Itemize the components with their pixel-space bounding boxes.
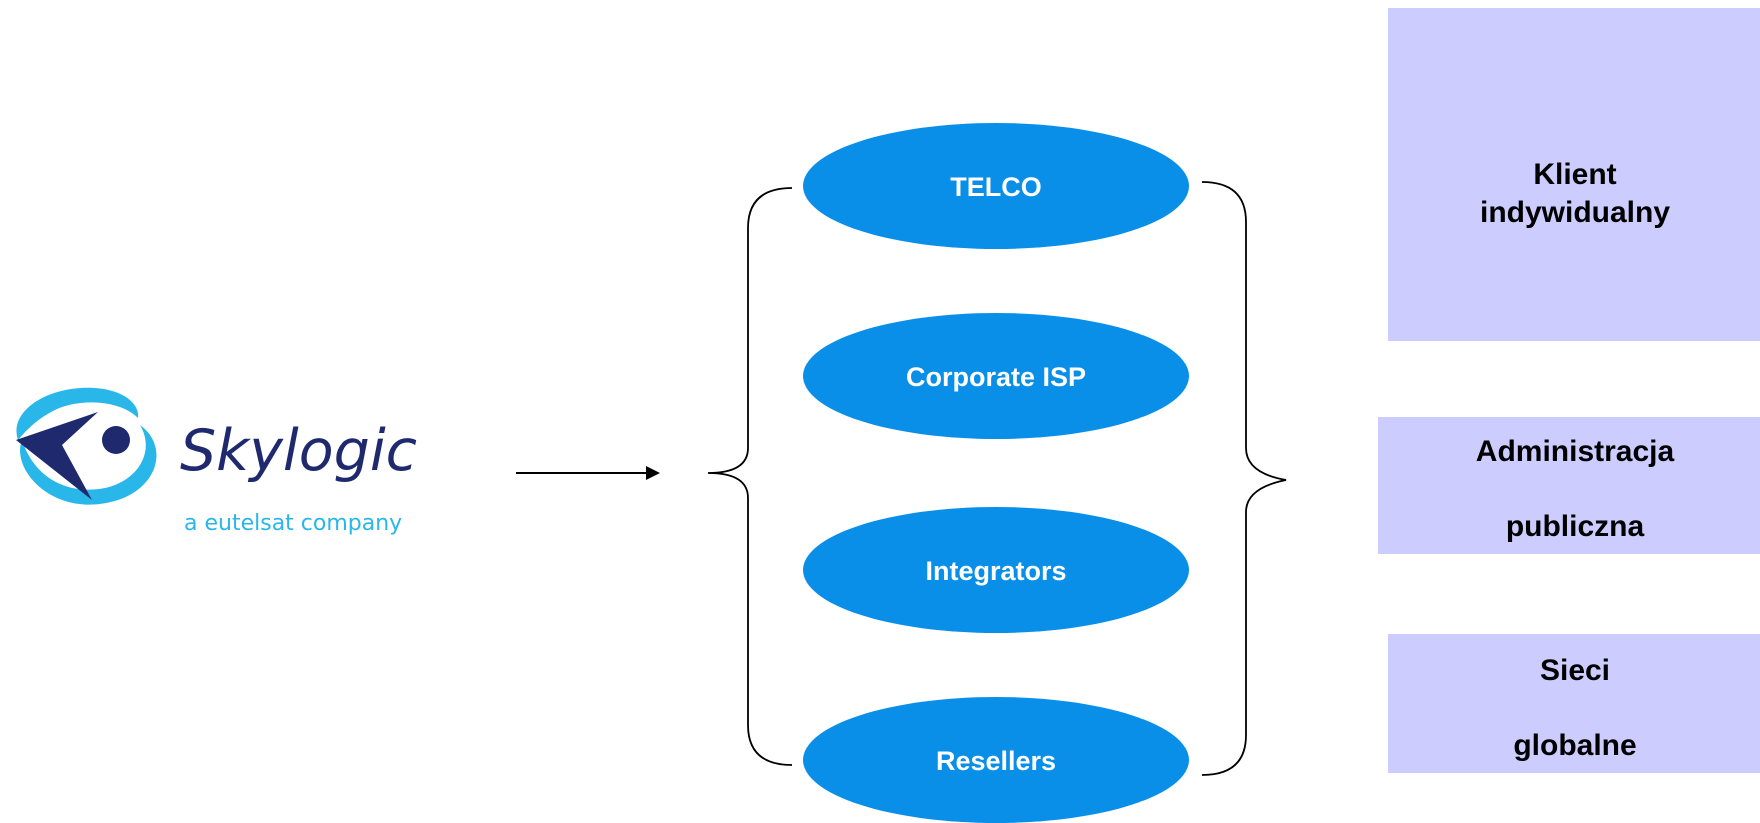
segment-label-line: Klient [1533,158,1616,191]
segment-administracja-publiczna: Administracja publiczna [1378,417,1760,554]
skylogic-logo: Skylogic a eutelsat company [16,387,417,536]
segment-label-line: Administracja [1476,435,1675,468]
channel-label: Resellers [936,746,1056,776]
segment-label-line: Sieci [1540,654,1610,687]
right-brace [1201,181,1287,776]
channel-label: TELCO [950,172,1042,202]
channel-label: Integrators [925,556,1066,586]
channel-integrators: Integrators [803,507,1189,633]
segment-label-line: globalne [1513,729,1636,762]
logo-wordmark: Skylogic [180,418,417,484]
channel-telco: TELCO [803,123,1189,249]
channel-corporate-isp: Corporate ISP [803,313,1189,439]
segment-sieci-globalne: Sieci globalne [1388,634,1760,773]
channel-label: Corporate ISP [906,362,1086,392]
segment-klient-indywidualny: Klient indywidualny [1388,8,1760,341]
segment-label-line: publiczna [1506,510,1645,543]
skylogic-emblem-icon [16,387,157,505]
logo-tagline: a eutelsat company [184,511,402,536]
segment-label-line: indywidualny [1480,196,1670,229]
left-brace [707,187,793,766]
arrow-to-channels [516,466,660,480]
channel-resellers: Resellers [803,697,1189,823]
